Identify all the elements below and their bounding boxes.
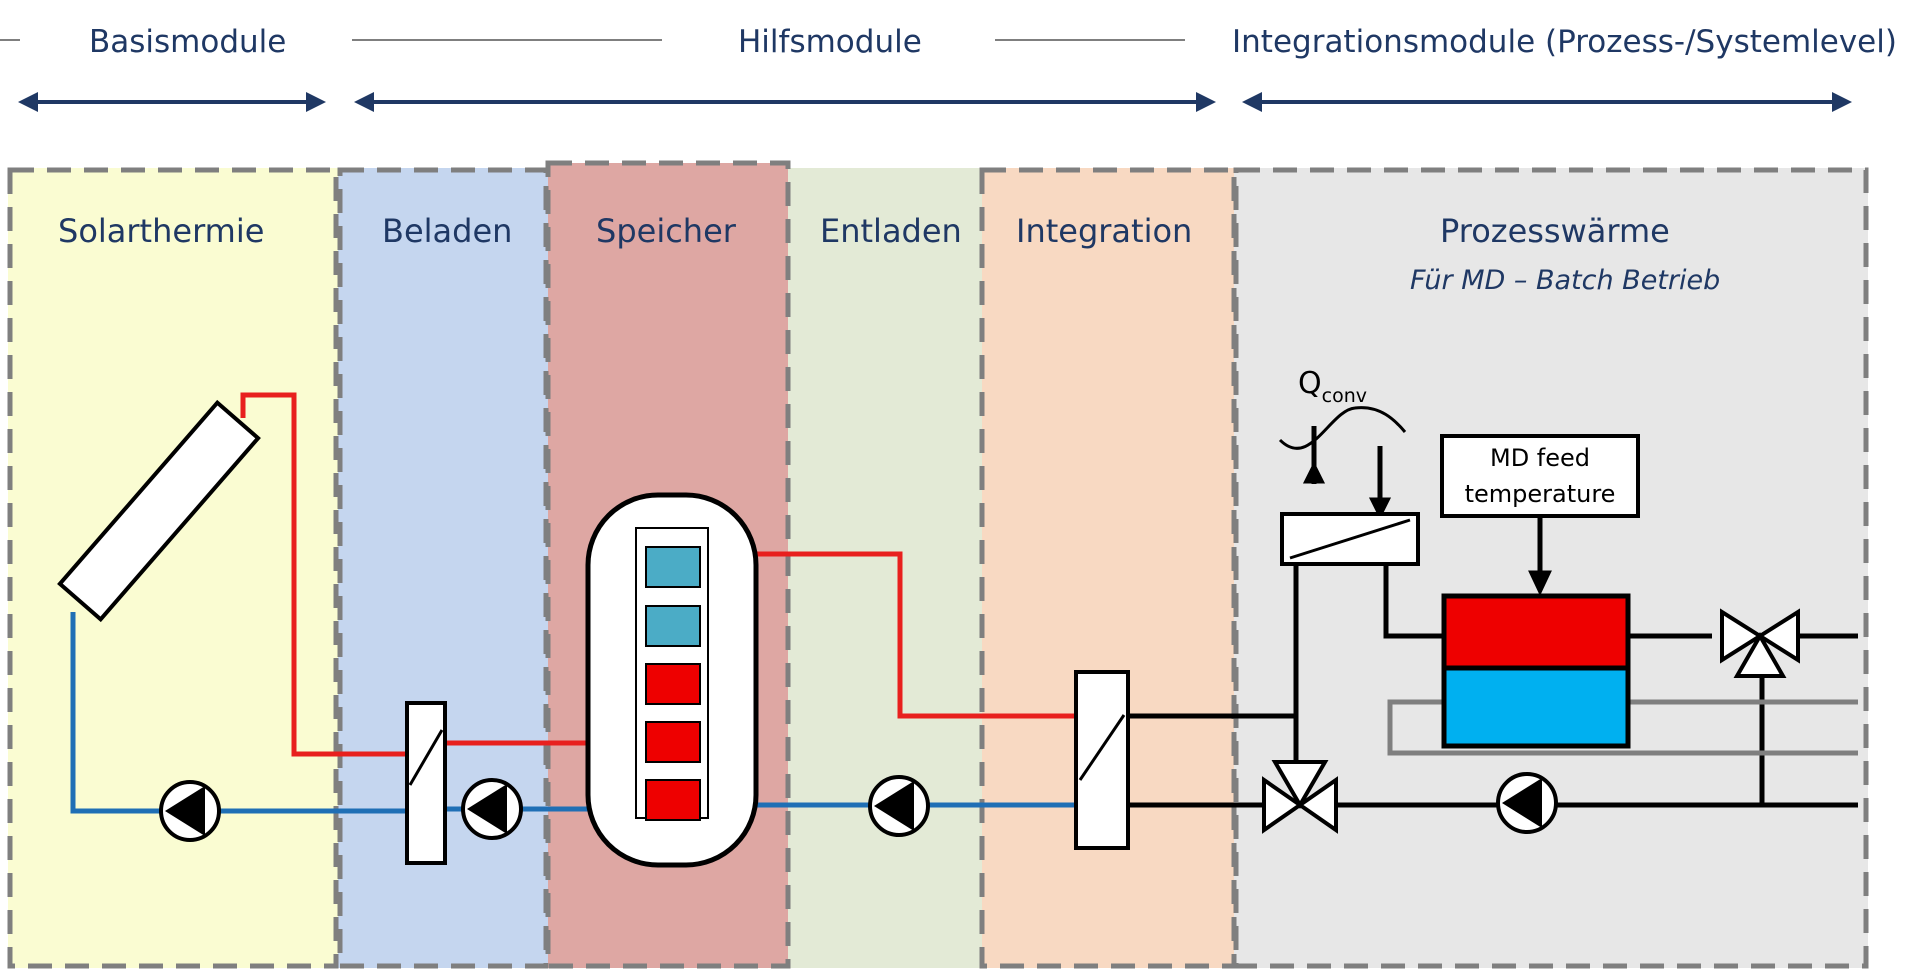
header-arrows (0, 39, 1852, 112)
md-feed-box (1440, 434, 1640, 518)
zone-sublabel-batch: Für MD – Batch Betrieb (1410, 265, 1721, 296)
md-feed-label: MD feed temperature (1442, 440, 1638, 512)
md-feed-line2: temperature (1464, 480, 1616, 508)
zone-label-speicher: Speicher (596, 212, 736, 250)
three-way-valve-lower-icon (1262, 760, 1338, 834)
process-pipes (1128, 426, 1858, 808)
pump-beladen-icon (461, 778, 523, 840)
pump-process-icon (1496, 772, 1558, 834)
pump-entladen-icon (868, 775, 930, 837)
header-hilfsmodule: Hilfsmodule (738, 24, 922, 60)
header-integrationsmodule: Integrationsmodule (Prozess-/Systemlevel… (1232, 24, 1897, 60)
header-basismodule: Basismodule (89, 24, 287, 60)
zone-label-solarthermie: Solarthermie (58, 212, 265, 250)
hot-pipes (240, 392, 1076, 757)
q-conv-label: Qconv (1298, 366, 1367, 407)
heat-exchanger-beladen-icon (405, 701, 447, 865)
zone-solarthermie-bg (8, 168, 338, 968)
q-subscript: conv (1321, 385, 1367, 407)
solar-collector-icon (57, 399, 261, 623)
zone-label-entladen: Entladen (820, 212, 962, 250)
three-way-valve-upper-icon (1720, 608, 1800, 678)
q-symbol: Q (1298, 366, 1322, 401)
storage-tank-icon (585, 492, 759, 868)
md-feed-line1: MD feed (1489, 444, 1591, 472)
md-tank-icon (1441, 593, 1631, 749)
zone-label-prozesswaerme: Prozesswärme (1440, 212, 1670, 250)
zone-label-beladen: Beladen (382, 212, 513, 250)
zone-borders (7, 160, 1869, 969)
heater-icon (1278, 406, 1420, 566)
zone-prozesswaerme-bg (1234, 168, 1868, 968)
heat-exchanger-integration-icon (1074, 670, 1130, 850)
zone-entladen-bg (788, 168, 982, 968)
zone-label-integration: Integration (1016, 212, 1193, 250)
pump-solar-icon (159, 780, 221, 842)
